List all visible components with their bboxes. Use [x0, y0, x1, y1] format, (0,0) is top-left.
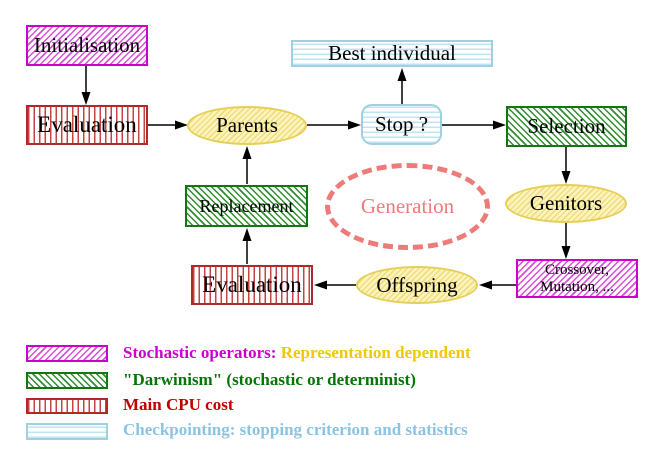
- node-replacement: Replacement: [185, 185, 308, 227]
- legend-label-darwinism: "Darwinism" (stochastic or determinist): [123, 370, 416, 389]
- node-offspring: Offspring: [356, 266, 478, 304]
- node-generation: Generation: [325, 163, 490, 250]
- legend-label-checkpointing: Checkpointing: stopping criterion and st…: [123, 420, 468, 439]
- arrow-crossover-to-offspring: [479, 280, 516, 290]
- arrow-initialisation-to-evaluation: [81, 66, 91, 105]
- arrow-stop-to-selection: [442, 120, 506, 130]
- arrow-selection-to-genitors: [561, 147, 571, 184]
- node-stop: Stop ?: [361, 104, 442, 145]
- legend-swatch-stochastic-operators: [26, 345, 108, 362]
- node-genitors: Genitors: [505, 184, 627, 223]
- arrow-parents-to-stop: [307, 120, 361, 130]
- arrow-evaluation-to-replacement: [242, 228, 252, 264]
- arrow-evaluation-to-parents: [148, 120, 188, 130]
- node-evaluation-bottom: Evaluation: [191, 265, 313, 305]
- arrow-stop-to-best-individual: [397, 68, 407, 104]
- node-selection: Selection: [506, 106, 627, 147]
- legend-swatch-checkpointing: [26, 423, 108, 440]
- arrow-genitors-to-crossover: [561, 223, 571, 259]
- crossover-label: Crossover, Mutation, ...: [540, 261, 614, 295]
- legend-label-stochastic-operators: Stochastic operators: Representation dep…: [123, 343, 471, 362]
- node-evaluation-top: Evaluation: [26, 105, 148, 145]
- node-initialisation: Initialisation: [26, 25, 148, 66]
- arrow-offspring-to-evaluation: [314, 280, 356, 290]
- legend-label-main-cpu-cost: Main CPU cost: [123, 395, 234, 414]
- node-parents: Parents: [187, 106, 307, 145]
- arrow-replacement-to-parents: [242, 146, 252, 184]
- legend-swatch-main-cpu-cost: [26, 398, 108, 414]
- node-crossover-mutation: Crossover, Mutation, ...: [516, 259, 638, 298]
- legend-swatch-darwinism: [26, 372, 108, 389]
- node-best-individual: Best individual: [291, 40, 493, 67]
